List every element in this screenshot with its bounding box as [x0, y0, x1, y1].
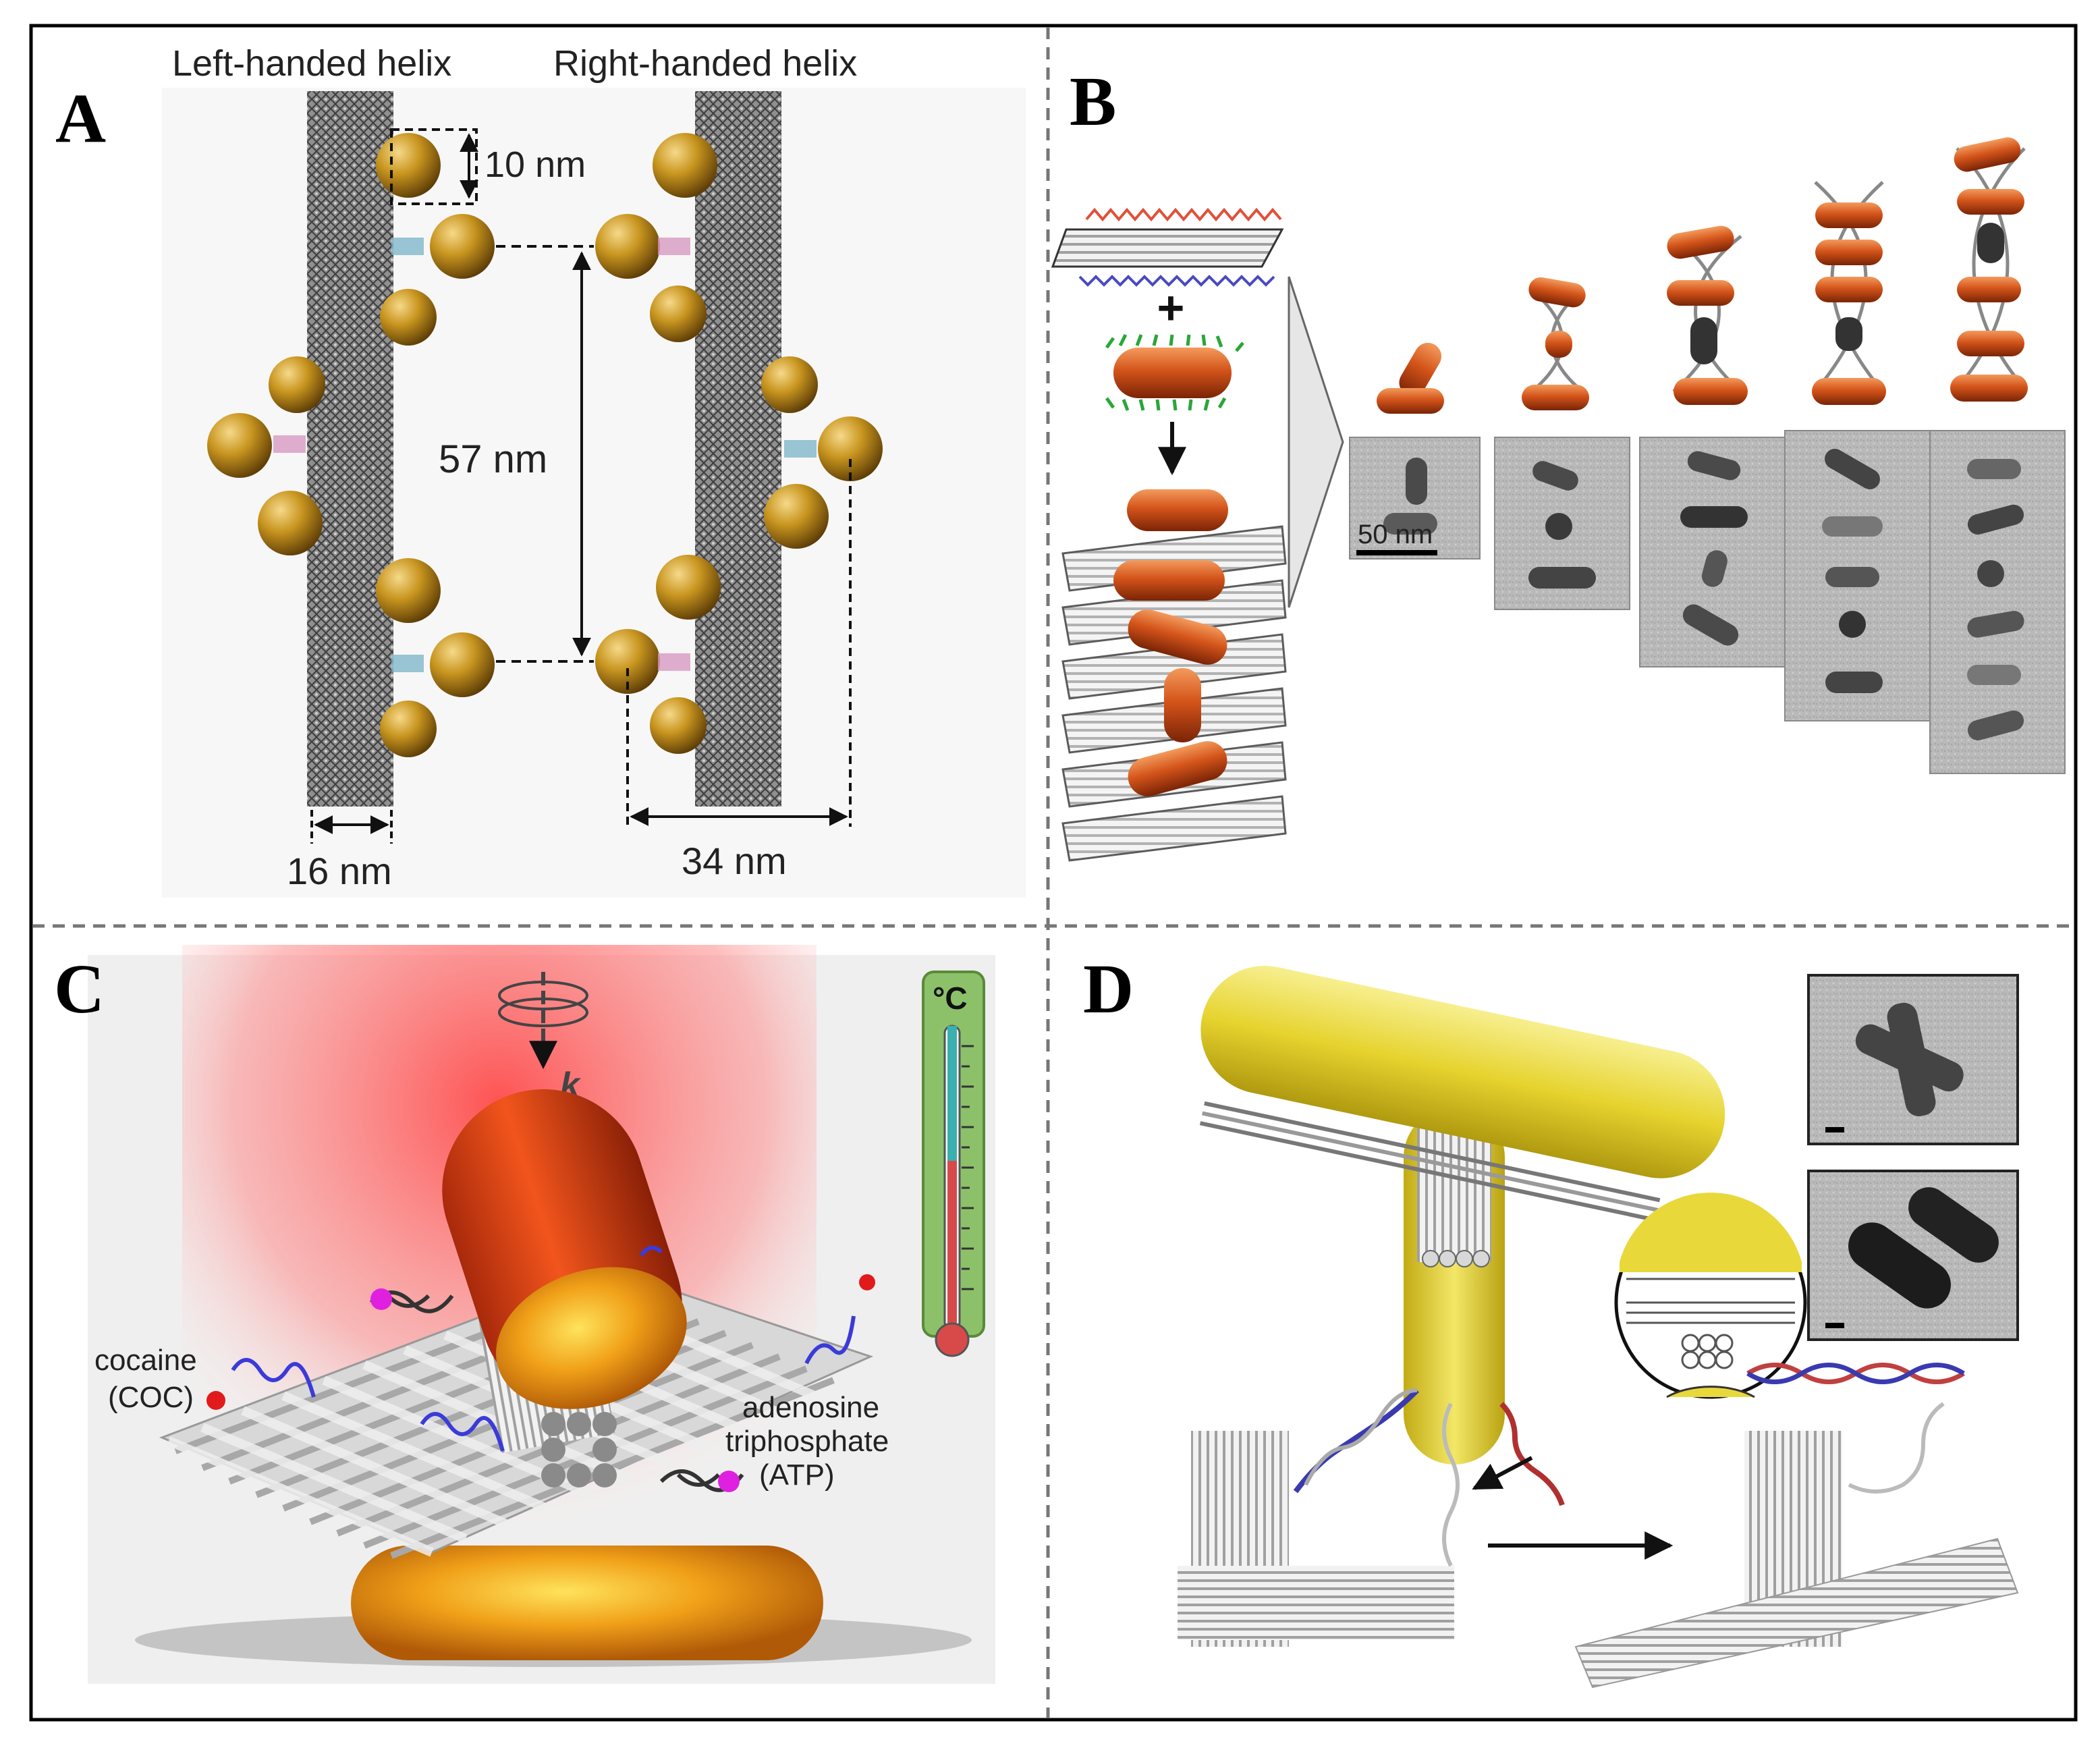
main-gold-rod [442, 1089, 687, 1409]
helix-schematic-2-rods [1377, 342, 1444, 414]
tilted-bundle [1574, 1537, 2019, 1689]
dna-linker [784, 440, 817, 458]
panel-d: D [1083, 950, 2019, 1689]
right-origami-bundle [695, 91, 781, 807]
left-width-label: 16 nm [287, 850, 392, 892]
atp-molecule [370, 1288, 392, 1310]
atp-molecule [718, 1471, 740, 1492]
chevron-divider [1288, 276, 1344, 608]
scale-bar-label: 50 nm [1358, 520, 1433, 549]
panel-a-letter: A [55, 80, 106, 157]
cocaine-abbr: (COC) [108, 1381, 194, 1414]
gold-nanoparticle [595, 214, 660, 279]
horizontal-bundle [1178, 1566, 1454, 1640]
gold-nanoparticle [207, 413, 272, 478]
panel-a: A Left-handed helix Right-handed helix [55, 43, 1026, 898]
helix-schematics [1377, 137, 2028, 414]
gold-nanoparticle [376, 133, 441, 198]
switch-schematic-before [1178, 1388, 1460, 1647]
gold-nanoparticle [269, 356, 325, 413]
atp-name-line2: triphosphate [725, 1425, 889, 1458]
atp-name-line1: adenosine [742, 1391, 879, 1424]
rotation-arrow-icon [498, 972, 588, 1070]
dna-duplex [1304, 1388, 1418, 1486]
switch-schematic-after [1574, 1363, 2019, 1689]
tem-images: 50 nm [1349, 430, 2066, 774]
right-helix-nanoparticles [595, 133, 883, 754]
bundle-cross-section [541, 1412, 617, 1487]
dna-strand [1442, 1402, 1460, 1567]
tem-image-cross [1807, 974, 2019, 1145]
magnifier-inset-icon [1614, 1193, 1807, 1399]
panel-b-letter: B [1070, 63, 1116, 140]
tem-image-1: 50 nm [1349, 437, 1481, 559]
gold-nanoparticle [650, 697, 707, 754]
helix-schematic-4-rods [1667, 225, 1748, 405]
right-helix-title: Right-handed helix [553, 43, 857, 84]
gold-nanoparticle [595, 629, 660, 694]
panel-d-letter: D [1083, 950, 1134, 1028]
cocaine-molecule [859, 1274, 875, 1290]
plus-sign: + [1157, 281, 1185, 334]
helix-schematic-6-rods [1950, 137, 2028, 402]
vertical-bundle-end [1422, 1250, 1490, 1267]
gold-nanoparticle [380, 701, 437, 757]
helix-schematic-5-rods [1812, 181, 1886, 405]
panel-c: C k °C [54, 945, 995, 1684]
tem-image-parallel [1807, 1170, 2019, 1341]
horizontal-gold-rod [1199, 966, 1725, 1222]
cocaine-name: cocaine [94, 1344, 197, 1377]
gold-nanoparticle [764, 484, 829, 549]
tem-image-3 [1639, 437, 1789, 667]
origami-sheet [1051, 207, 1284, 287]
aptamer-strand [231, 1358, 316, 1398]
gold-nanoparticle [430, 632, 495, 697]
panel-b: B + [1051, 63, 2066, 862]
gold-nanoparticle [653, 133, 717, 198]
aptamer-strand [804, 1315, 856, 1365]
gold-nanoparticle [656, 555, 721, 620]
released-duplex [1746, 1363, 1965, 1384]
panel-c-letter: C [54, 950, 105, 1028]
stacked-origami-helix [1061, 489, 1287, 862]
pitch-label: 57 nm [439, 437, 547, 481]
aptamer-strand [420, 1412, 505, 1452]
left-origami-bundle [307, 91, 393, 807]
tem-image-4 [1784, 430, 1931, 721]
bottom-gold-rod [351, 1546, 823, 1660]
gold-nanoparticle [258, 491, 323, 555]
gold-nanoparticle [761, 356, 818, 413]
thermometer-unit: °C [933, 981, 968, 1016]
scale-bar [1356, 550, 1437, 555]
aptamer-strand [639, 1245, 663, 1257]
dna-linker [273, 435, 306, 453]
tem-image-5 [1929, 430, 2066, 774]
helix-schematic-3-rods [1522, 277, 1589, 410]
dna-linker [391, 655, 424, 672]
dna-linker [391, 238, 424, 255]
trigger-arrow [1472, 1456, 1533, 1490]
dna-linker [658, 653, 690, 671]
dna-linkers [273, 238, 817, 672]
cocaine-molecule [206, 1391, 225, 1410]
right-width-label: 34 nm [682, 840, 787, 882]
left-helix-title: Left-handed helix [172, 43, 451, 84]
panel-a-background [162, 88, 1026, 898]
gold-nanoparticle [376, 558, 441, 623]
trigger-strand [1499, 1402, 1565, 1506]
gold-nanoparticle [430, 214, 495, 279]
atp-abbr: (ATP) [759, 1458, 835, 1492]
thermometer-icon [922, 971, 985, 1357]
left-helix-nanoparticles [207, 133, 495, 757]
pitch-small-label: 10 nm [485, 144, 586, 185]
dna-strand [1848, 1402, 1945, 1494]
dna-linker [658, 238, 690, 255]
gold-nanoparticle [380, 289, 437, 346]
functionalized-gold-rod [1105, 333, 1244, 411]
gold-nanoparticle [650, 285, 707, 342]
gold-nanoparticle [818, 416, 883, 481]
tem-image-2 [1494, 437, 1630, 610]
